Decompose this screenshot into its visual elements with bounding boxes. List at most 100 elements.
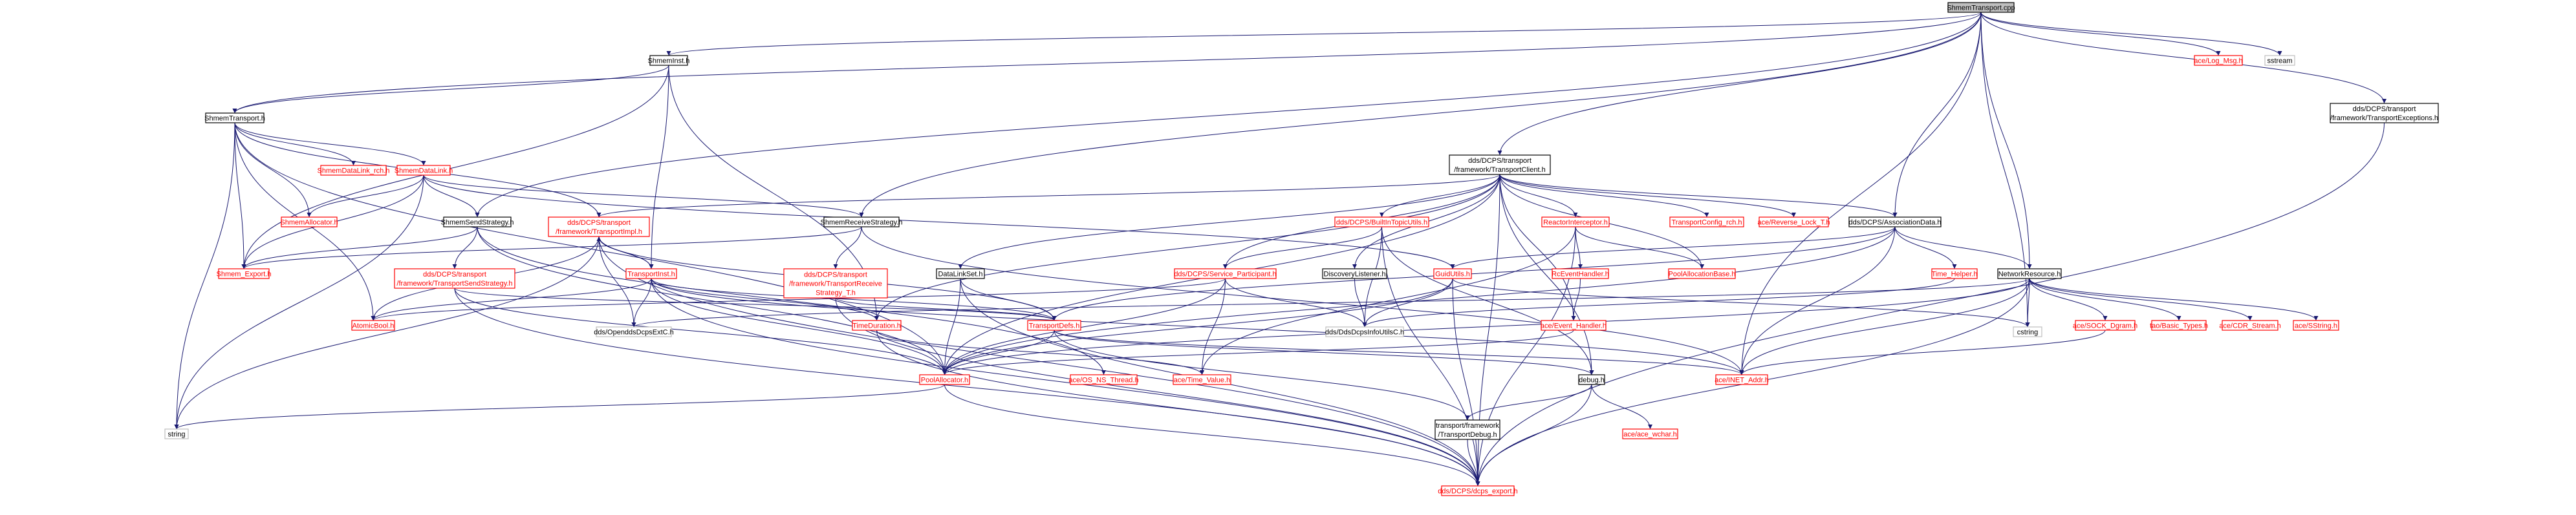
edge-transport_client-to-reverse_lock bbox=[1499, 174, 1796, 218]
node-box bbox=[1541, 216, 1610, 227]
node-discovery-listener[interactable]: DiscoveryListener.h bbox=[1322, 268, 1387, 279]
node-label: Shmem_Export.h bbox=[217, 271, 272, 279]
node-sock-dgram[interactable]: ace/SOCK_Dgram.h bbox=[2073, 320, 2138, 331]
node-string: string bbox=[164, 428, 189, 439]
edge-root-to-send_strategy bbox=[475, 12, 1982, 218]
node-box bbox=[320, 165, 387, 176]
node-label: RcEventHandler.h bbox=[1552, 271, 1609, 279]
node-shmem-allocator[interactable]: ShmemAllocator.h bbox=[280, 216, 338, 227]
node-transport-impl[interactable]: dds/DCPS/transport/framework/TransportIm… bbox=[548, 216, 650, 237]
node-label: dds/DCPS/AssociationData.h bbox=[1848, 219, 1941, 227]
edge-time_helper-to-dds_info_utils bbox=[1362, 278, 1955, 328]
node-guid-utils[interactable]: GuidUtils.h bbox=[1433, 268, 1472, 279]
edge-transport_client-to-debug bbox=[1499, 174, 1594, 375]
edge-time_duration-to-time_value bbox=[876, 330, 1204, 375]
edge-association_data-to-network_resource bbox=[1894, 226, 2032, 269]
node-ace-wchar[interactable]: ace/ace_wchar.h bbox=[1622, 428, 1678, 439]
edge-shmemtransport-to-shmem_allocator bbox=[234, 122, 312, 218]
node-label: /framework/TransportSendStrategy.h bbox=[396, 280, 512, 288]
node-log-msg[interactable]: ace/Log_Msg.h bbox=[2194, 55, 2243, 66]
node-inet-addr[interactable]: ace/INET_Addr.h bbox=[1715, 374, 1769, 385]
node-time-helper[interactable]: Time_Helper.h bbox=[1931, 268, 1978, 279]
edge-discovery_listener-to-dds_info_utils bbox=[1354, 278, 1367, 328]
node-sstring[interactable]: ace/SString.h bbox=[2293, 320, 2339, 331]
edge-transport_inst-to-pool_allocator bbox=[651, 278, 947, 375]
edge-reactor_interceptor-to-time_value bbox=[1200, 226, 1576, 375]
edge-debug-to-ace_wchar bbox=[1591, 384, 1652, 430]
node-transport-defs[interactable]: TransportDefs.h bbox=[1027, 320, 1081, 331]
node-send-strategy[interactable]: ShmemSendStrategy.h bbox=[441, 216, 514, 227]
node-builtin-topic-utils[interactable]: dds/DCPS/BuiltInTopicUtils.h bbox=[1334, 216, 1429, 227]
node-label: ace/Reverse_Lock_T.h bbox=[1758, 219, 1830, 227]
node-pool-allocator[interactable]: PoolAllocator.h bbox=[919, 374, 970, 385]
edges-layer bbox=[174, 12, 2387, 487]
edge-root-to-inet_addr bbox=[1739, 12, 1982, 375]
node-box bbox=[1622, 428, 1678, 439]
edge-shmeminst-to-transport_inst bbox=[649, 65, 669, 269]
node-shmemtransport[interactable]: ShmemTransport.h bbox=[204, 112, 265, 123]
node-receive-strategy[interactable]: ShmemReceiveStrategy.h bbox=[821, 216, 903, 227]
node-pool-allocation-base[interactable]: PoolAllocationBase.h bbox=[1668, 268, 1736, 279]
node-transport-inst[interactable]: TransportInst.h bbox=[625, 268, 677, 279]
node-cdr-stream[interactable]: ace/CDR_Stream.h bbox=[2219, 320, 2281, 331]
node-label: PoolAllocationBase.h bbox=[1669, 271, 1736, 279]
edge-event_handler-to-pool_allocator bbox=[942, 330, 1574, 375]
edge-association_data-to-inet_addr bbox=[1739, 226, 1896, 375]
edge-transport_defs-to-debug bbox=[1054, 330, 1594, 375]
node-label: DataLinkSet.h bbox=[938, 271, 982, 279]
node-box bbox=[1027, 320, 1081, 331]
edge-shmemtransport-to-string bbox=[174, 122, 235, 430]
edge-service_participant-to-time_value bbox=[1200, 278, 1226, 375]
node-time-duration[interactable]: TimeDuration.h bbox=[852, 320, 902, 331]
node-dds-info-utils: dds/DdsDcpsInfoUtilsC.h bbox=[1325, 326, 1404, 337]
node-label: TransportDefs.h bbox=[1029, 322, 1079, 330]
node-shmeminst[interactable]: ShmemInst.h bbox=[648, 55, 690, 66]
node-transport-config-rch[interactable]: TransportConfig_rch.h bbox=[1669, 216, 1744, 227]
node-datalink-set[interactable]: DataLinkSet.h bbox=[936, 268, 985, 279]
node-reverse-lock[interactable]: ace/Reverse_Lock_T.h bbox=[1758, 216, 1830, 227]
node-label: ace/Time_Value.h bbox=[1174, 377, 1230, 384]
edge-debug-to-transport_debug bbox=[1465, 384, 1592, 421]
node-dcps-export[interactable]: dds/DCPS/dcps_export.h bbox=[1438, 485, 1518, 496]
node-service-participant[interactable]: dds/DCPS/Service_Participant.h bbox=[1174, 268, 1277, 279]
node-box bbox=[1174, 268, 1277, 279]
node-network-resource[interactable]: NetworkResource.h bbox=[1997, 268, 2062, 279]
node-transport-exceptions[interactable]: dds/DCPS/transport/framework/TransportEx… bbox=[2330, 103, 2439, 123]
node-association-data[interactable]: dds/DCPS/AssociationData.h bbox=[1848, 216, 1942, 227]
node-transport-send-strategy[interactable]: dds/DCPS/transport/framework/TransportSe… bbox=[394, 268, 515, 289]
node-shmem-export[interactable]: Shmem_Export.h bbox=[217, 268, 272, 279]
node-transport-client[interactable]: dds/DCPS/transport/framework/TransportCl… bbox=[1449, 154, 1551, 175]
node-opendds-ext: dds/OpenddsDcpsExtC.h bbox=[594, 326, 674, 337]
node-root[interactable]: ShmemTransport.cpp bbox=[1947, 2, 2015, 13]
node-box bbox=[2013, 326, 2042, 337]
node-label: ace/Event_Handler.h bbox=[1541, 322, 1607, 330]
node-datalink-rch[interactable]: ShmemDataLink_rch.h bbox=[318, 165, 390, 176]
node-atomic-bool[interactable]: AtomicBool.h bbox=[351, 320, 395, 331]
node-os-ns-thread[interactable]: ace/OS_NS_Thread.h bbox=[1068, 374, 1139, 385]
node-label: dds/DCPS/transport bbox=[567, 219, 631, 227]
edge-transport_defs-to-transport_debug bbox=[1054, 330, 1470, 421]
node-label: /framework/TransportClient.h bbox=[1454, 166, 1545, 174]
node-datalink[interactable]: ShmemDataLink.h bbox=[395, 165, 453, 176]
node-box bbox=[205, 112, 265, 123]
node-label: ReactorInterceptor.h bbox=[1543, 219, 1608, 227]
node-label: dds/DCPS/dcps_export.h bbox=[1438, 488, 1518, 496]
node-transport-receive-strategy[interactable]: dds/DCPS/transport/framework/TransportRe… bbox=[783, 268, 888, 299]
node-basic-types[interactable]: tao/Basic_Types.h bbox=[2150, 320, 2208, 331]
node-box bbox=[1173, 374, 1231, 385]
node-box bbox=[1325, 326, 1404, 337]
edge-transport_inst-to-transport_defs bbox=[651, 278, 1057, 321]
edge-network_resource-to-sstring bbox=[2029, 278, 2319, 321]
node-time-value[interactable]: ace/Time_Value.h bbox=[1173, 374, 1231, 385]
node-reactor-interceptor[interactable]: ReactorInterceptor.h bbox=[1541, 216, 1610, 227]
node-label: PoolAllocator.h bbox=[921, 377, 968, 384]
node-transport-debug[interactable]: transport/framework/TransportDebug.h bbox=[1434, 419, 1500, 440]
edge-service_participant-to-pool_allocator bbox=[942, 278, 1226, 375]
node-event-handler[interactable]: ace/Event_Handler.h bbox=[1541, 320, 1607, 331]
node-label: ShmemDataLink.h bbox=[395, 167, 453, 175]
edge-send_strategy-to-os_ns_thread bbox=[477, 226, 1106, 375]
node-rc-event-handler[interactable]: RcEventHandler.h bbox=[1552, 268, 1609, 279]
node-box bbox=[1541, 320, 1607, 331]
node-debug[interactable]: debug.h bbox=[1578, 374, 1605, 385]
